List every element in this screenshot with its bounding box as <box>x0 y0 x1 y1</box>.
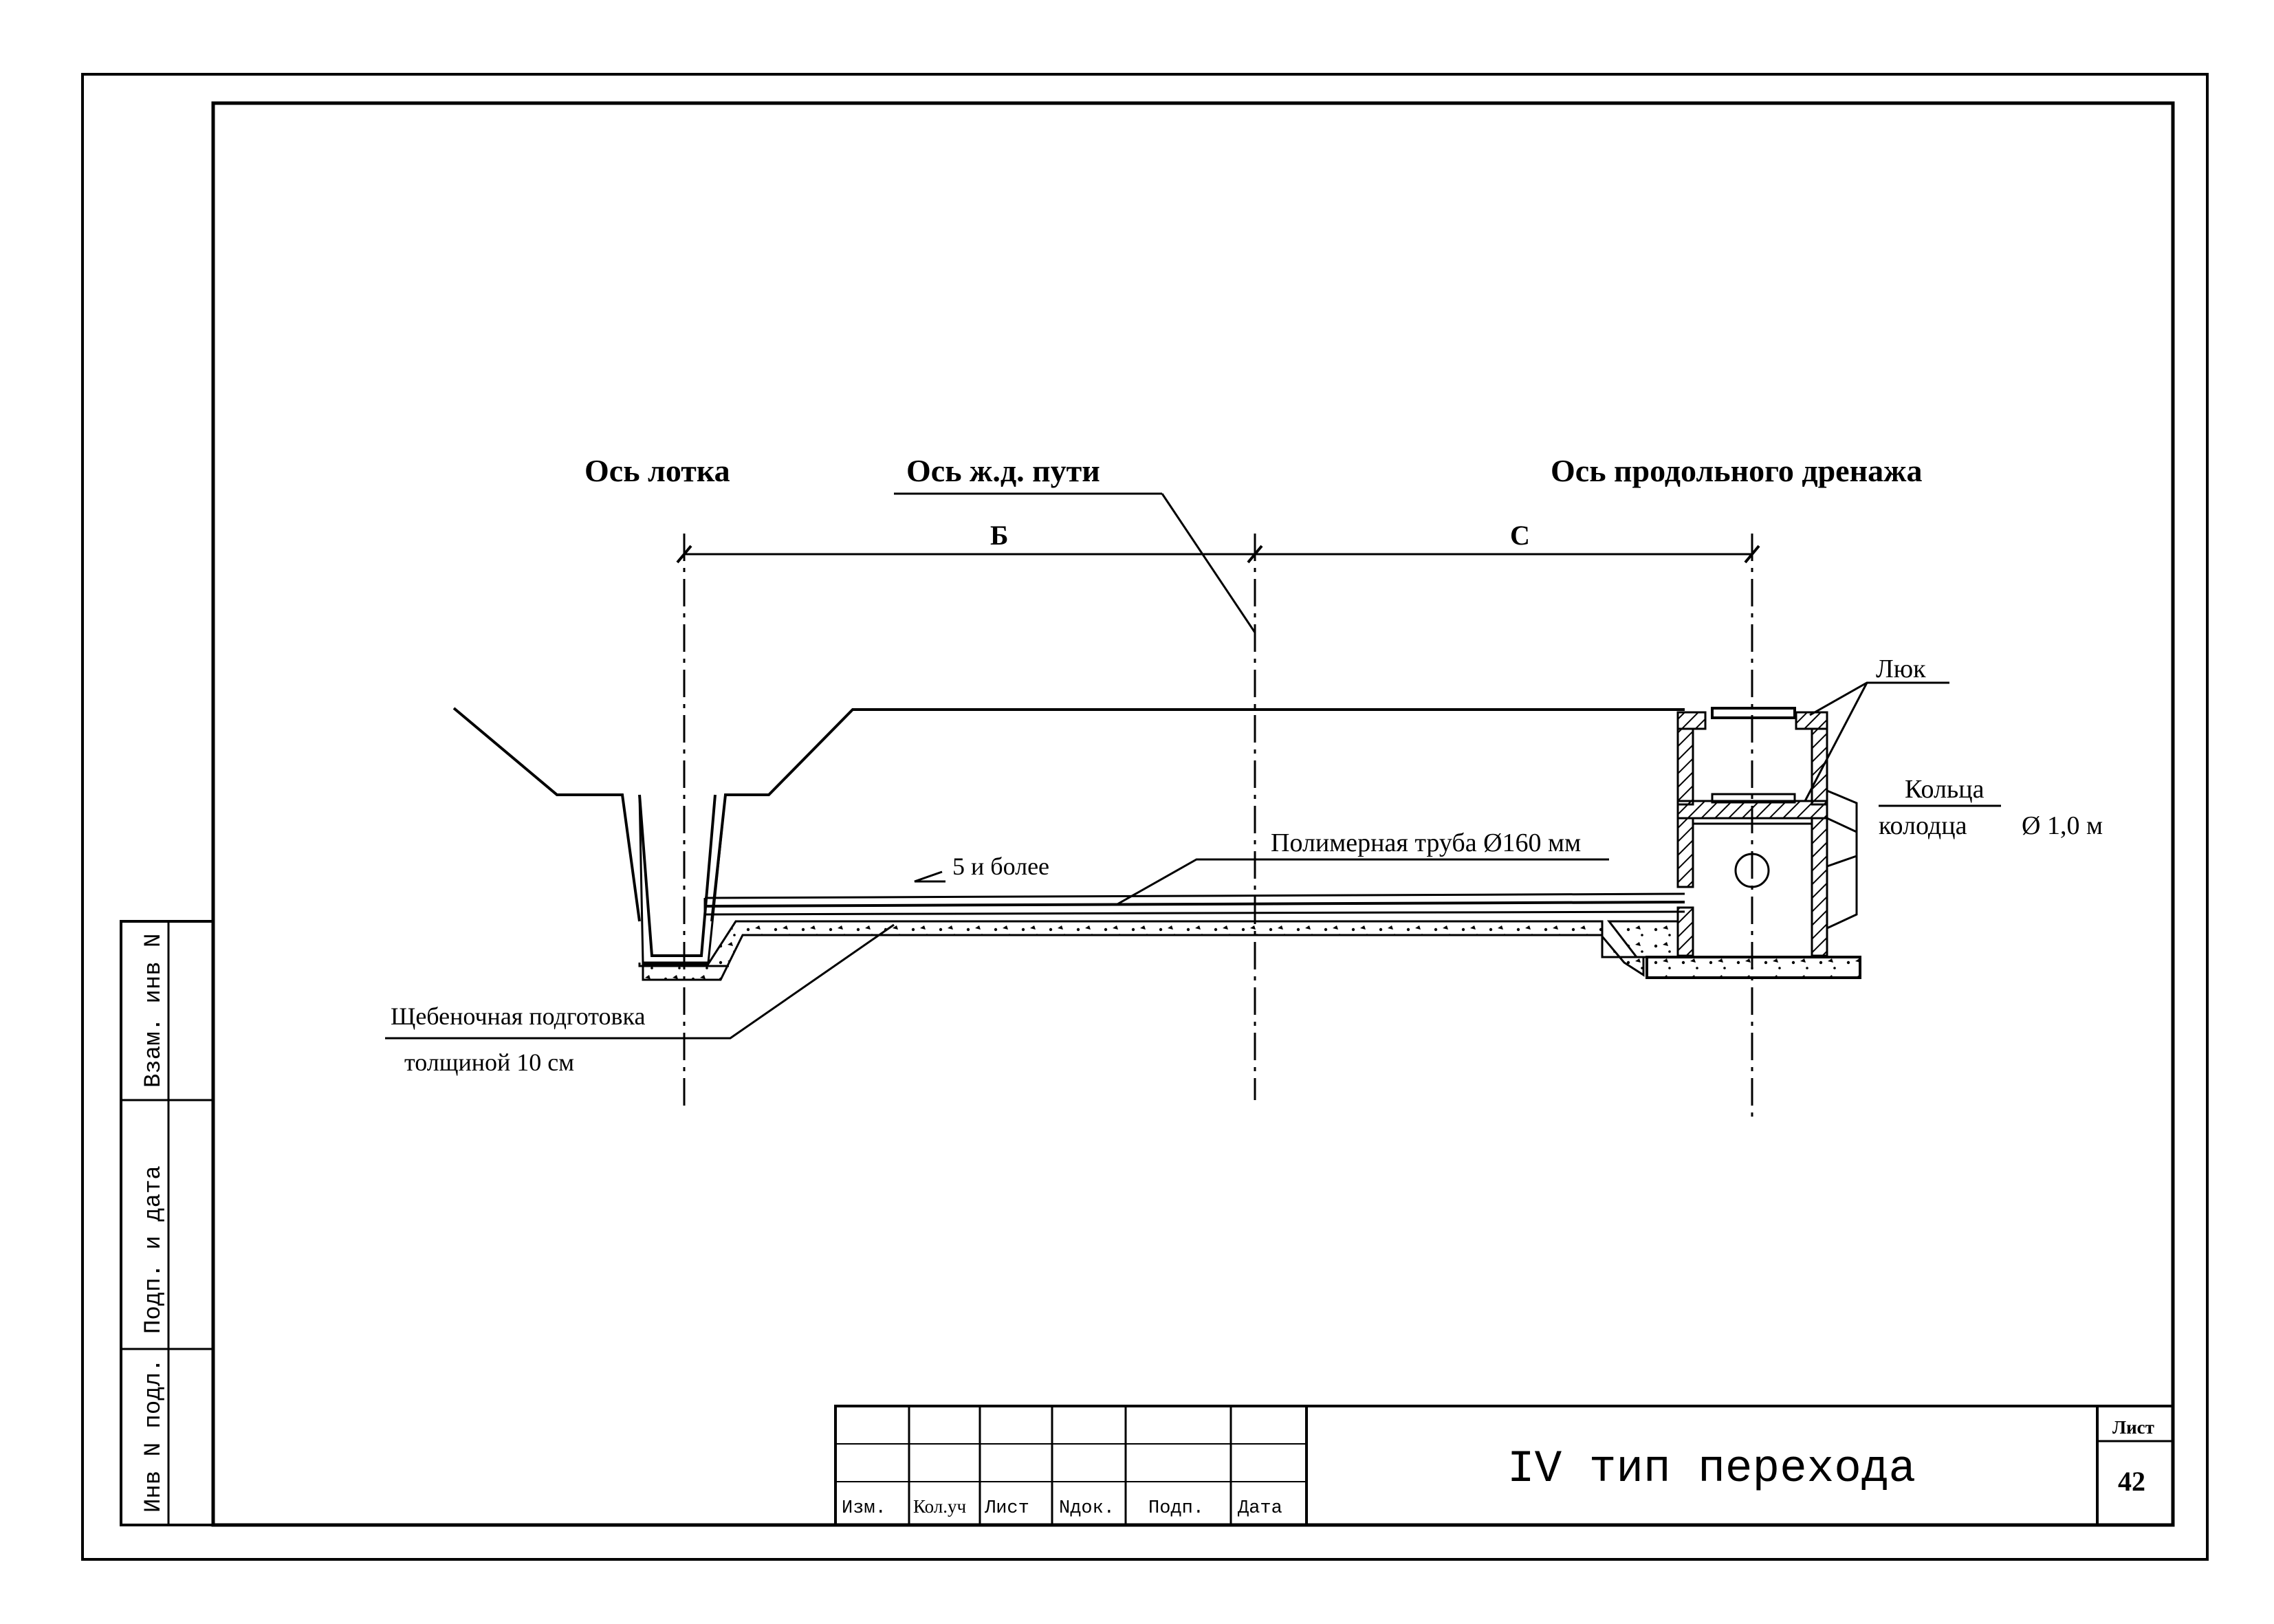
gravel-label-line1: Щебеночная подготовка <box>391 1002 645 1030</box>
title-block: Изм. Кол.уч Лист Nдок. Подп. Дата IV тип… <box>834 1405 2174 1526</box>
col-izm: Изм. <box>842 1498 886 1519</box>
tray-axis-label: Ось лотка <box>584 453 730 488</box>
dimension-c: С <box>1510 520 1530 551</box>
stamp-sign-date: Подп. и дата <box>141 1165 167 1334</box>
hatch-leader-2 <box>1804 682 1868 802</box>
col-ndok: Nдок. <box>1059 1498 1115 1519</box>
hatch-label: Люк <box>1876 655 1926 683</box>
pipe-label: Полимерная труба Ø160 мм <box>1271 829 1581 857</box>
track-axis-leader-slant <box>1161 493 1256 633</box>
sheet-label: Лист <box>2112 1417 2154 1438</box>
drain-axis-label: Ось продольного дренажа <box>1551 453 1922 488</box>
stamp-inv-orig: Инв N подл. <box>141 1359 167 1513</box>
sheet-number: 42 <box>2118 1466 2145 1497</box>
col-podp: Подп. <box>1148 1498 1204 1519</box>
outer-frame <box>81 73 2209 1561</box>
hatch-leader <box>1809 681 1949 716</box>
well-base-slab <box>1646 956 1861 979</box>
rings-label-line2: колодца <box>1879 811 1967 840</box>
side-stamp: Взам. инв N Подп. и дата Инв N подл. <box>120 920 215 1526</box>
manhole-well <box>1646 707 1861 979</box>
col-kol: Кол.уч <box>913 1496 966 1517</box>
gravel-bedding-well <box>1606 920 1679 958</box>
stamp-inv-replace: Взам. инв N <box>141 934 167 1088</box>
pipe-leader <box>1117 858 1609 906</box>
dimension-b: Б <box>990 520 1008 551</box>
gravel-leader <box>385 923 895 1040</box>
ground-profile-right <box>710 708 1685 922</box>
col-list: Лист <box>984 1498 1029 1519</box>
track-axis-label: Ось ж.д. пути <box>906 453 1100 488</box>
drawing-title: IV тип перехода <box>1507 1443 1916 1495</box>
gravel-bedding <box>642 920 1645 981</box>
ground-profile-left <box>452 707 641 922</box>
rings-label-line1: Кольца <box>1905 775 1985 804</box>
slope-mark: 5 и более <box>914 853 1049 883</box>
polymer-pipe <box>703 892 1685 916</box>
rings-diameter: Ø 1,0 м <box>2022 811 2103 840</box>
dimension-line: Б С <box>676 520 1760 564</box>
pipe-inlet-opening <box>1734 853 1770 888</box>
gravel-label-line2: толщиной 10 см <box>404 1049 574 1076</box>
slope-label: 5 и более <box>952 853 1049 880</box>
col-data: Дата <box>1238 1498 1282 1519</box>
